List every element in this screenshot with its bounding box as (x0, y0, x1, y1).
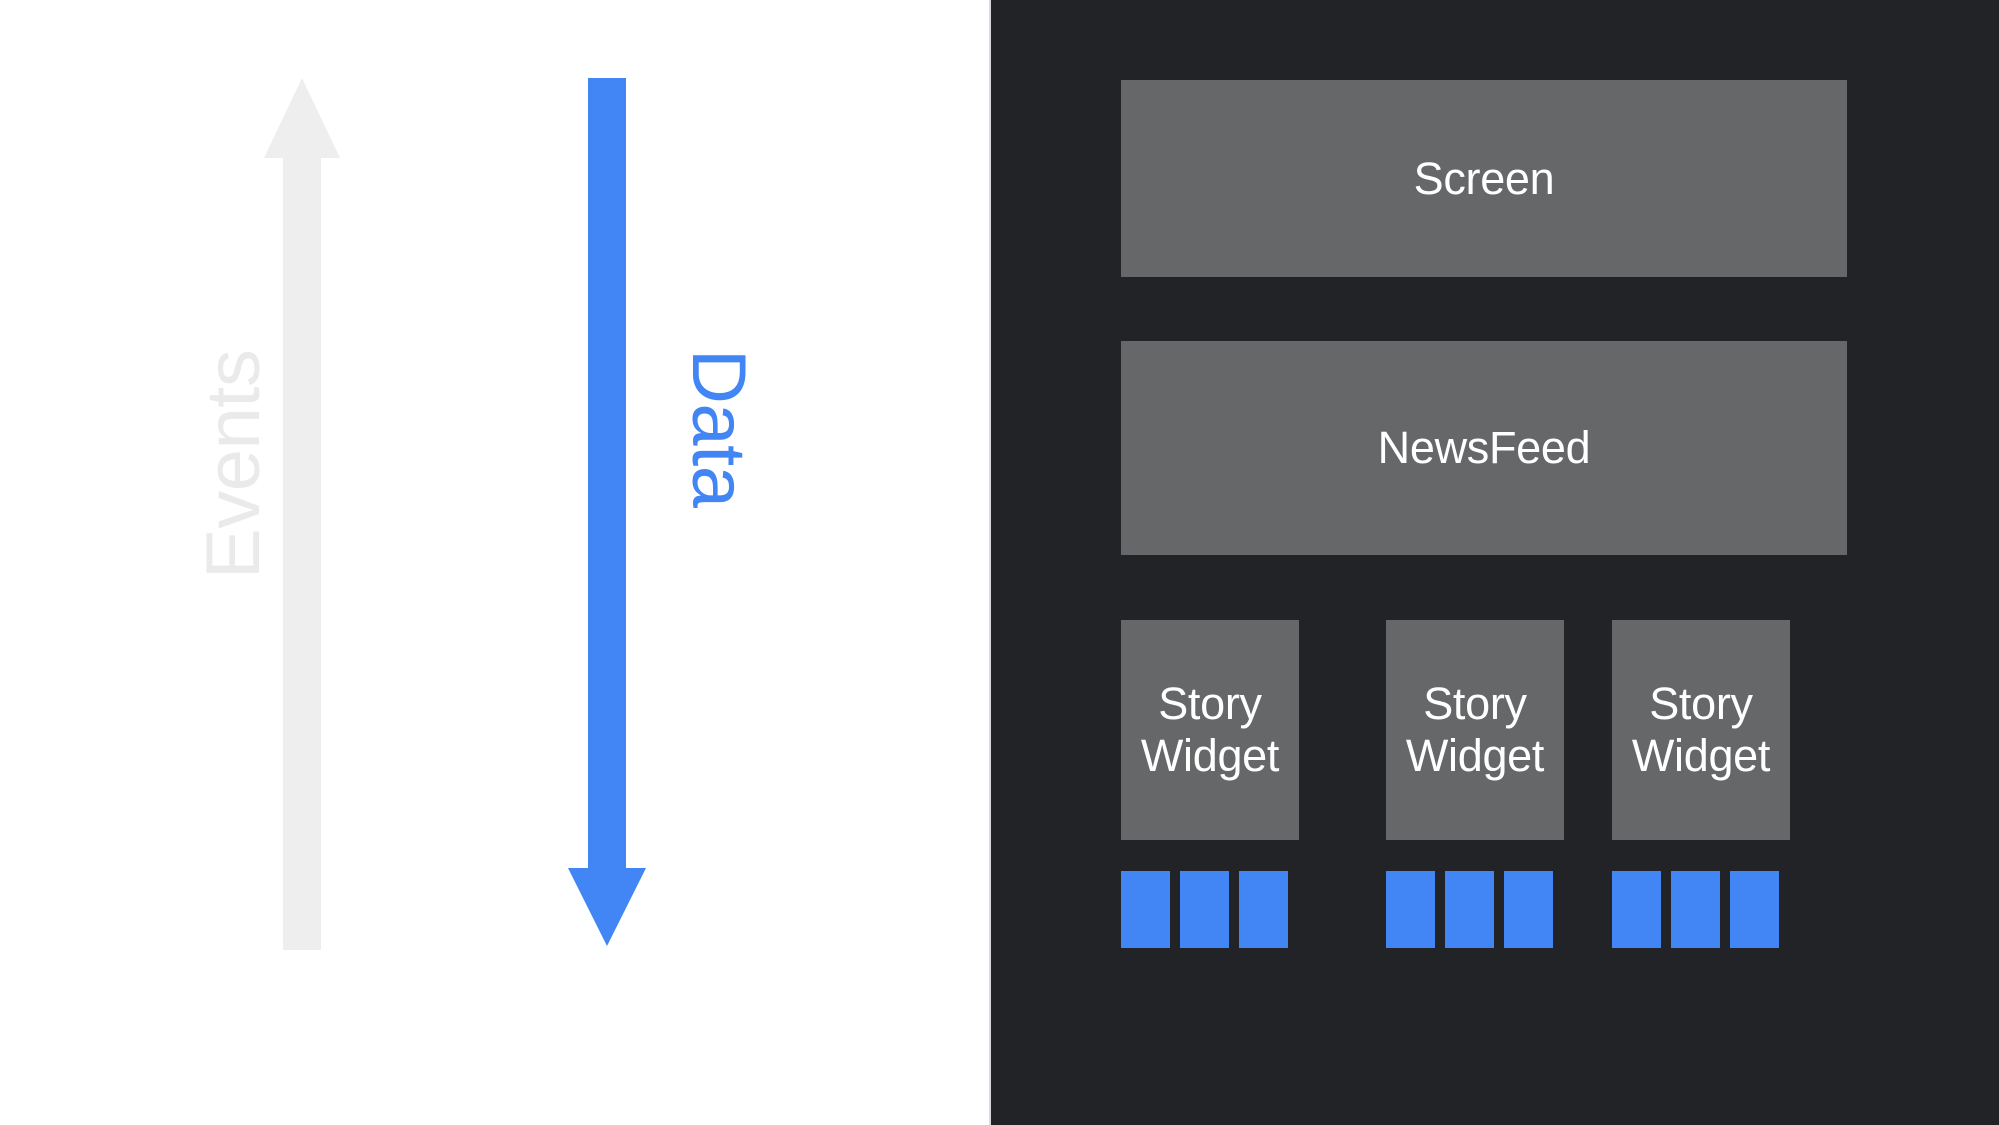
story-widget-bar (1121, 871, 1170, 948)
story-widget-bar-group (1386, 871, 1553, 948)
node-story-widget-line2: Widget (1140, 730, 1280, 781)
component-tree-panel: Screen NewsFeed Story Widget Story Widge… (991, 0, 1999, 1125)
node-story-widget-line2: Widget (1405, 730, 1545, 781)
node-story-widget-label: Story Widget (1140, 678, 1280, 782)
node-newsfeed-label: NewsFeed (1377, 422, 1591, 474)
data-axis-label: Data (676, 349, 761, 508)
node-story-widget-line1: Story (1649, 678, 1753, 730)
story-widget-bar (1504, 871, 1553, 948)
story-widget-bar (1730, 871, 1779, 948)
node-story-widget-line2: Widget (1631, 730, 1771, 781)
story-widget-bar-group (1612, 871, 1779, 948)
node-story-widget-line1: Story (1158, 678, 1262, 730)
node-newsfeed[interactable]: NewsFeed (1121, 341, 1847, 555)
node-screen-label: Screen (1413, 152, 1555, 204)
flow-legend-panel: Events Data (0, 0, 991, 1125)
events-axis-label: Events (191, 349, 276, 579)
story-widget-bar (1386, 871, 1435, 948)
story-widget-bar (1445, 871, 1494, 948)
data-arrow-down-icon (568, 78, 646, 946)
node-story-widget[interactable]: Story Widget (1612, 620, 1790, 840)
story-widget-bar (1671, 871, 1720, 948)
story-widget-bar (1612, 871, 1661, 948)
node-story-widget[interactable]: Story Widget (1121, 620, 1299, 840)
node-screen[interactable]: Screen (1121, 80, 1847, 277)
story-widget-bar (1239, 871, 1288, 948)
node-story-widget-label: Story Widget (1631, 678, 1771, 782)
node-story-widget[interactable]: Story Widget (1386, 620, 1564, 840)
story-widget-bar (1180, 871, 1229, 948)
node-story-widget-line1: Story (1423, 678, 1527, 730)
node-story-widget-label: Story Widget (1405, 678, 1545, 782)
story-widget-bar-group (1121, 871, 1288, 948)
events-arrow-up-icon (264, 78, 340, 950)
